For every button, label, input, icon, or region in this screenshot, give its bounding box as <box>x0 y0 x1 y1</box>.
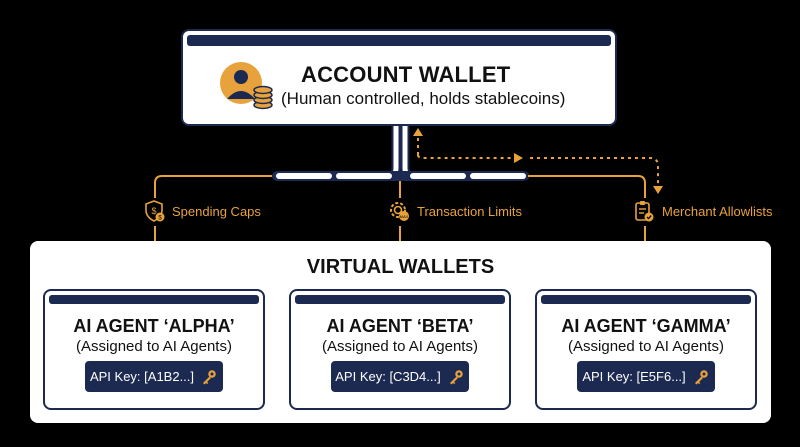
card-header-bar <box>49 295 259 304</box>
api-key-badge[interactable]: API Key: [E5F6...] <box>577 361 715 392</box>
svg-text:MAX: MAX <box>400 214 409 219</box>
api-key-badge[interactable]: API Key: [C3D4...] <box>331 361 469 392</box>
key-icon <box>449 369 463 384</box>
account-wallet-subtitle: (Human controlled, holds stablecoins) <box>281 89 566 108</box>
agent-card-beta[interactable]: AI AGENT ‘BETA’ (Assigned to AI Agents) … <box>289 289 511 410</box>
card-header-bar <box>295 295 505 304</box>
control-merchant-allowlists: Merchant Allowlists <box>632 199 773 223</box>
control-spending-caps: $ $ Spending Caps <box>142 199 261 223</box>
agent-name: AI AGENT ‘BETA’ <box>326 316 474 336</box>
api-key-text: API Key: [C3D4...] <box>335 369 441 384</box>
account-wallet-card[interactable]: ACCOUNT WALLET (Human controlled, holds … <box>181 29 617 126</box>
gear-max-icon: MAX <box>390 202 409 221</box>
control-transaction-limits: MAX Transaction Limits <box>387 199 522 223</box>
agent-name: AI AGENT ‘GAMMA’ <box>561 316 731 336</box>
user-coins-icon <box>220 62 273 110</box>
card-header-bar <box>541 295 751 304</box>
card-header-bar <box>187 35 611 46</box>
api-key-text: API Key: [E5F6...] <box>582 369 686 384</box>
svg-text:$: $ <box>158 216 162 222</box>
control-label: Spending Caps <box>172 203 261 219</box>
key-icon <box>694 369 708 384</box>
key-icon <box>203 369 216 384</box>
clipboard-check-icon <box>635 201 654 222</box>
api-key-badge[interactable]: API Key: [A1B2...] <box>85 361 223 392</box>
control-label: Merchant Allowlists <box>662 203 773 219</box>
virtual-wallets-title: VIRTUAL WALLETS <box>306 256 495 278</box>
agent-name: AI AGENT ‘ALPHA’ <box>73 316 235 336</box>
agent-card-gamma[interactable]: AI AGENT ‘GAMMA’ (Assigned to AI Agents)… <box>535 289 757 410</box>
svg-text:$: $ <box>151 206 156 216</box>
account-wallet-title: ACCOUNT WALLET <box>301 62 511 87</box>
shield-dollar-icon: $ $ <box>145 200 165 222</box>
agent-role: (Assigned to AI Agents) <box>76 338 232 355</box>
agent-role: (Assigned to AI Agents) <box>322 338 478 355</box>
api-key-text: API Key: [A1B2...] <box>89 369 195 384</box>
agent-role: (Assigned to AI Agents) <box>568 338 724 355</box>
control-label: Transaction Limits <box>417 203 522 219</box>
agent-card-alpha[interactable]: AI AGENT ‘ALPHA’ (Assigned to AI Agents)… <box>43 289 265 410</box>
